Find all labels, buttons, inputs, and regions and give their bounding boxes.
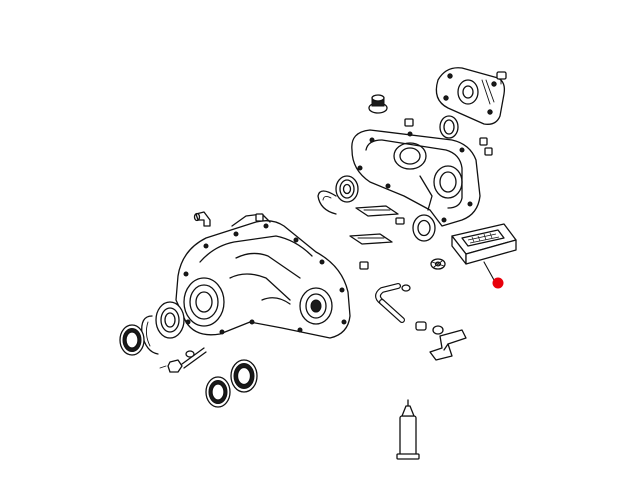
oil-seal-bottom-left: [205, 376, 231, 408]
bolt-assembly: [159, 347, 207, 373]
transfer-case-control-module: [451, 223, 517, 265]
bearing-left: [155, 301, 185, 339]
bushing-pair: [415, 321, 444, 335]
front-case-half: [175, 213, 351, 339]
small-plug-right: [479, 137, 493, 156]
sensor-bolt: [496, 71, 507, 85]
shift-fork-pad-lower: [349, 233, 393, 245]
small-plug-left: [255, 213, 264, 222]
seal-ring-upper: [439, 115, 459, 139]
vent-tube: [375, 283, 411, 323]
seal-ring-middle: [412, 214, 436, 242]
shift-fork-pad-upper: [355, 205, 399, 217]
rear-case-half: [351, 129, 481, 227]
rear-cover-plate: [435, 67, 506, 125]
rubber-mount: [368, 94, 388, 114]
oil-seal-left: [119, 324, 145, 356]
oil-seal-bottom-right: [230, 359, 258, 393]
small-plug-upper: [404, 118, 414, 127]
callout-marker: [483, 261, 504, 289]
sealant-tube: [396, 399, 420, 460]
bearing-middle: [335, 175, 359, 203]
snap-ring-middle: [317, 190, 337, 215]
small-bolt-middle: [359, 217, 405, 270]
shift-lever-bracket: [429, 329, 467, 361]
vent-elbow-fitting: [193, 211, 211, 227]
thrust-washer: [430, 258, 446, 270]
